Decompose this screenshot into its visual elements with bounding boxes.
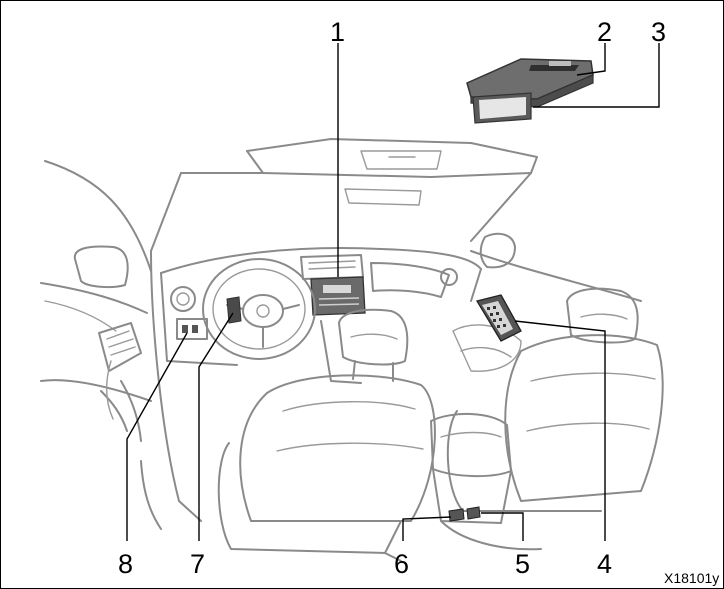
windshield-outline xyxy=(151,139,537,251)
steering-wheel xyxy=(203,259,315,359)
center-console xyxy=(431,414,541,549)
overhead-display-unit xyxy=(467,59,593,123)
callout-6: 6 xyxy=(394,549,409,579)
callout-4: 4 xyxy=(597,549,612,579)
dashboard xyxy=(161,248,481,383)
wireless-remote xyxy=(477,295,521,341)
leader-7 xyxy=(199,313,233,541)
figure-code: X18101y xyxy=(664,570,719,586)
passenger-seat xyxy=(448,289,663,511)
callout-2: 2 xyxy=(597,17,612,47)
left-front-door xyxy=(41,161,151,441)
left-a-pillar xyxy=(141,251,201,529)
callout-8: 8 xyxy=(118,549,133,579)
callout-3: 3 xyxy=(651,17,666,47)
callout-1: 1 xyxy=(330,17,345,47)
callout-5: 5 xyxy=(515,549,530,579)
callout-7: 7 xyxy=(190,549,205,579)
